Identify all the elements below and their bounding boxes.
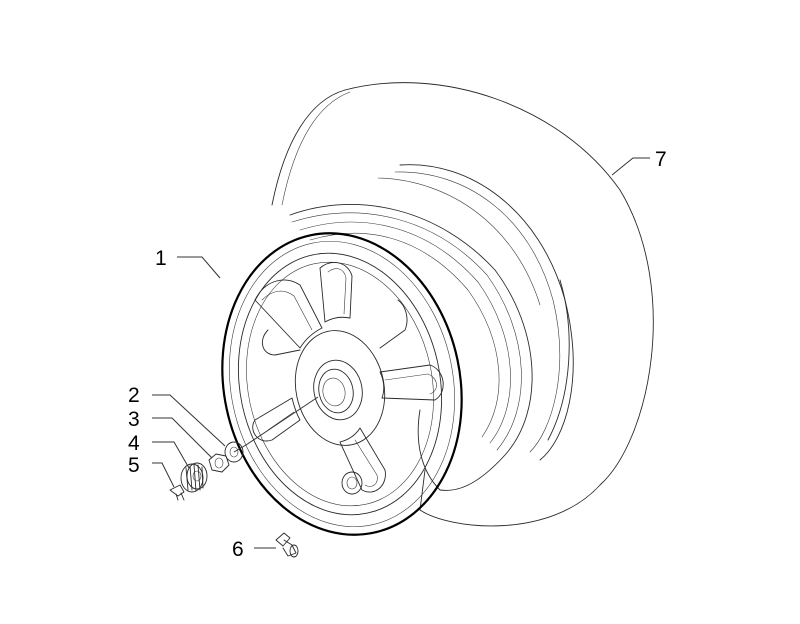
- nut-icon: [208, 453, 230, 473]
- leader-lines: [152, 157, 650, 549]
- callout-6: 6: [232, 538, 244, 561]
- rim-barrel: [289, 204, 533, 491]
- washer-icon: [224, 441, 244, 463]
- tire-icon: [271, 82, 654, 527]
- callout-2: 2: [128, 384, 140, 407]
- rim-icon: [221, 232, 463, 536]
- cotter-pin-icon: [169, 484, 185, 501]
- castle-nut-icon: [180, 462, 208, 493]
- callout-4: 4: [128, 432, 140, 455]
- callout-7: 7: [655, 148, 667, 171]
- callout-3: 3: [128, 408, 140, 431]
- valve-icon: [275, 532, 299, 558]
- callout-5: 5: [128, 454, 140, 477]
- callout-1: 1: [155, 247, 167, 270]
